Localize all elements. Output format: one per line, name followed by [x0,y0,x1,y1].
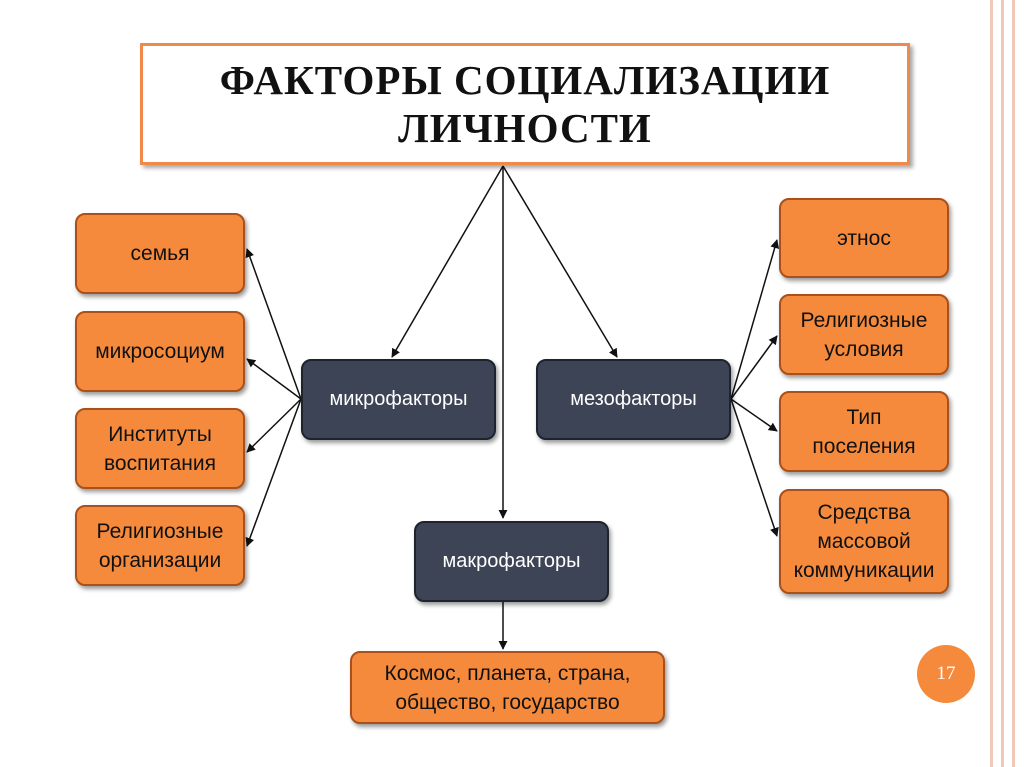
macro-item-world-levels: Космос, планета, страна, общество, госуд… [350,651,665,724]
meso-item-line: Средства [817,501,911,524]
macro-item-line: Космос, планета, страна, [384,661,631,685]
micro-item-line: организации [98,548,222,572]
macrofactors-box: макрофакторы [414,521,609,602]
micro-item-line: микросоциум [95,340,225,363]
meso-to-settlement-arrow [730,398,778,432]
micro-item-line: семья [130,242,190,265]
macro-item-line: общество, государство [395,690,620,714]
microfactors-label: микрофакторы [329,388,468,410]
title-line-2: ЛИЧНОСТИ [398,105,652,151]
micro-to-microsociety-arrow [246,358,302,400]
page-number-badge: 17 [917,645,975,703]
micro-to-religious-org-arrow [245,398,302,547]
meso-to-mass-media-arrow [730,398,779,537]
micro-item-line: Религиозные [96,519,224,543]
micro-item-line: воспитания [104,451,216,475]
macrofactors-label: макрофакторы [442,550,581,572]
meso-item-line: Религиозные [800,308,928,332]
micro-item-microsociety: микросоциум [75,311,245,392]
meso-to-religious-conditions-arrow [730,335,778,400]
meso-item-line: Тип [846,405,882,429]
title-to-micro-arrow [391,165,504,358]
meso-item-line: массовой [817,530,911,553]
meso-to-ethnos-arrow [730,239,780,400]
page-number: 17 [936,663,956,684]
microfactors-box: микрофакторы [301,359,496,440]
diagram-title: ФАКТОРЫ СОЦИАЛИЗАЦИИ ЛИЧНОСТИ [140,43,910,165]
meso-item-settlement-type: Тип поселения [779,391,949,472]
meso-item-mass-media: Средства массовой коммуникации [779,489,949,594]
meso-item-line: условия [824,337,904,361]
micro-item-family: семья [75,213,245,294]
decor-stripe [1012,0,1015,767]
micro-item-education-institutions: Институты воспитания [75,408,245,489]
micro-to-education-arrow [246,398,302,453]
micro-to-family-arrow [245,248,302,400]
decor-stripe [990,0,993,767]
mesofactors-box: мезофакторы [536,359,731,440]
meso-item-religious-conditions: Религиозные условия [779,294,949,375]
mesofactors-label: мезофакторы [570,388,697,410]
title-line-1: ФАКТОРЫ СОЦИАЛИЗАЦИИ [219,57,831,103]
meso-item-line: поселения [812,434,916,458]
title-to-meso-arrow [502,165,618,358]
micro-item-line: Институты [108,422,212,446]
meso-item-ethnos: этнос [779,198,949,278]
meso-item-line: этнос [837,226,891,250]
micro-item-religious-organizations: Религиозные организации [75,505,245,586]
meso-item-line: коммуникации [793,559,935,582]
decor-stripe [1001,0,1004,767]
